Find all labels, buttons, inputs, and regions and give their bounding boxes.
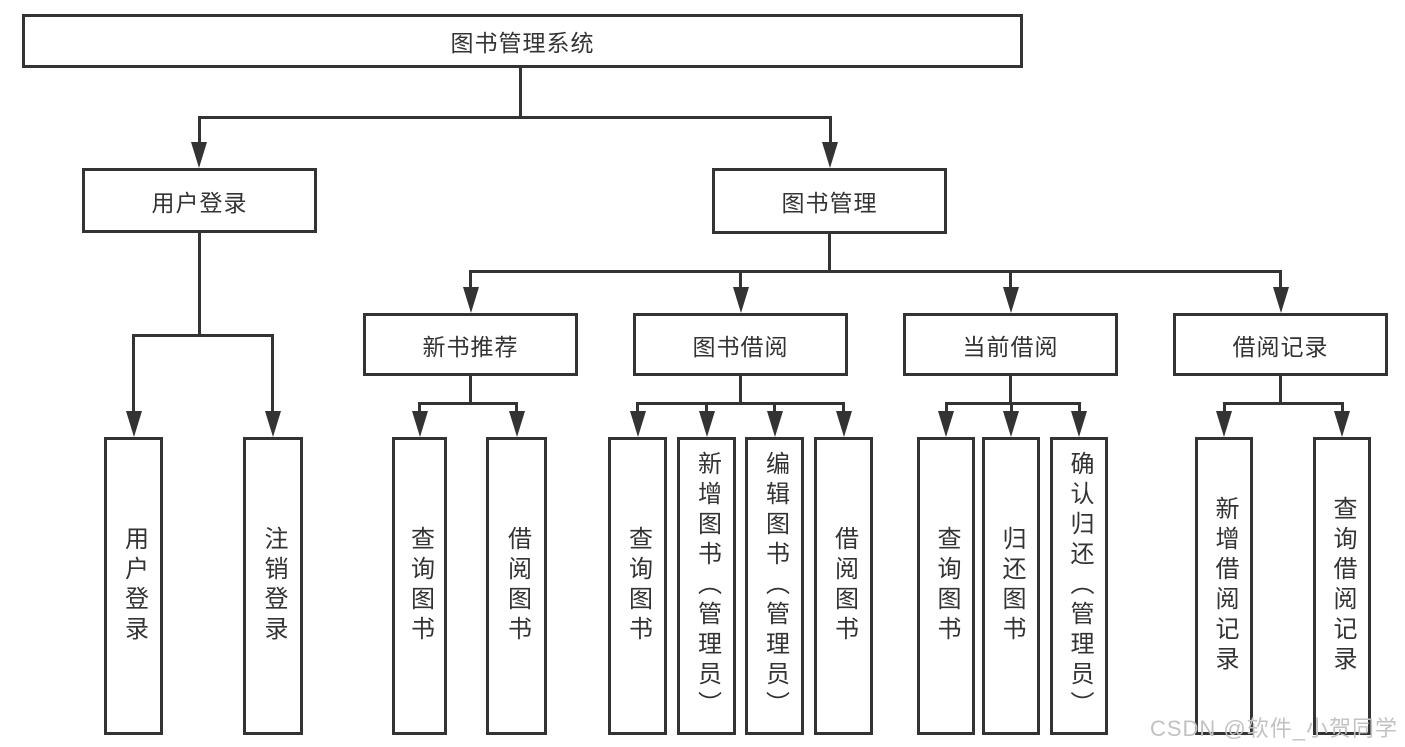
connector-cb-shaft-1	[944, 402, 948, 413]
connector-nb-shaft-2	[515, 402, 518, 413]
arrowhead-br-query-record	[1334, 411, 1350, 437]
node-br-query-record: 查询借阅记录	[1313, 437, 1371, 735]
arrowhead-bb-borrow-books	[835, 411, 852, 437]
arrowhead-current-borrowing	[1002, 287, 1019, 313]
connector-br-hline	[1222, 401, 1344, 405]
connector-level3-shaft-2	[739, 271, 742, 289]
arrowhead-leaf-logout	[264, 411, 281, 437]
connector-user-login-shaft-left	[132, 335, 135, 411]
node-bb-borrow-books: 借阅图书	[814, 437, 873, 735]
connector-cb-stub	[1009, 373, 1012, 404]
arrowhead-new-book-recommendation	[462, 287, 479, 313]
connector-level3-hline	[469, 269, 1282, 273]
arrowhead-bb-edit-books	[766, 411, 783, 437]
node-cb-return-books: 归还图书	[982, 437, 1040, 735]
arrowhead-nb-borrow-books	[508, 411, 525, 437]
arrowhead-br-add-record	[1216, 411, 1232, 437]
connector-level2-shaft-right	[828, 117, 832, 144]
arrowhead-borrowing-records	[1272, 287, 1289, 313]
arrowhead-book-management	[822, 142, 838, 168]
node-leaf-logout: 注销登录	[243, 437, 303, 735]
connector-level2-shaft-left	[197, 117, 201, 144]
connector-cb-shaft-2	[1009, 402, 1013, 413]
connector-bb-hline	[636, 401, 845, 405]
connector-user-login-stub	[198, 230, 201, 337]
node-cb-confirm-return-admin: 确认归还（管理员）	[1050, 437, 1108, 735]
node-new-book-recommendation: 新书推荐	[363, 313, 578, 376]
csdn-watermark: CSDN @软件_小贺同学	[1149, 716, 1398, 741]
node-bb-edit-books-admin: 编辑图书（管理员）	[745, 437, 804, 735]
arrowhead-user-login	[191, 142, 207, 168]
node-current-borrowing: 当前借阅	[903, 313, 1118, 376]
node-nb-borrow-books: 借阅图书	[486, 437, 547, 735]
arrowhead-cb-return-books	[1003, 411, 1019, 437]
connector-level2-hline	[197, 115, 832, 119]
connector-bb-stub	[739, 373, 742, 404]
connector-nb-hline	[418, 401, 518, 405]
connector-br-stub	[1279, 373, 1282, 404]
connector-level3-shaft-3	[1009, 271, 1012, 289]
connector-bb-shaft-3	[773, 402, 776, 413]
connector-bb-shaft-1	[636, 402, 639, 413]
node-br-add-record: 新增借阅记录	[1195, 437, 1253, 735]
connector-level3-shaft-4	[1279, 271, 1282, 289]
node-user-login: 用户登录	[82, 168, 317, 233]
connector-level3-shaft-1	[469, 271, 472, 289]
arrowhead-leaf-user-login	[125, 411, 142, 437]
arrowhead-bb-query-books	[629, 411, 646, 437]
connector-bb-shaft-2	[705, 402, 708, 413]
connector-user-login-hline	[132, 333, 274, 337]
connector-br-shaft-1	[1222, 402, 1226, 413]
arrowhead-cb-confirm-return	[1071, 411, 1087, 437]
node-bb-add-books-admin: 新增图书（管理员）	[677, 437, 736, 735]
connector-book-management-stub	[828, 231, 831, 272]
connector-bb-shaft-4	[842, 402, 845, 413]
connector-root-stub	[518, 65, 522, 119]
connector-cb-shaft-3	[1077, 402, 1081, 413]
node-bb-query-books: 查询图书	[608, 437, 667, 735]
node-nb-query-books: 查询图书	[392, 437, 447, 735]
arrowhead-bb-add-books	[698, 411, 715, 437]
connector-nb-shaft-1	[418, 402, 421, 413]
node-cb-query-books: 查询图书	[917, 437, 975, 735]
connector-nb-stub	[469, 373, 472, 404]
node-borrowing-records: 借阅记录	[1173, 313, 1388, 376]
arrowhead-book-borrowing	[732, 287, 749, 313]
arrowhead-cb-query-books	[938, 411, 954, 437]
arrowhead-nb-query-books	[411, 411, 428, 437]
node-book-management: 图书管理	[712, 168, 947, 234]
node-leaf-user-login: 用户登录	[104, 437, 163, 735]
connector-user-login-shaft-right	[271, 335, 274, 411]
node-book-borrowing: 图书借阅	[633, 313, 848, 376]
connector-br-shaft-2	[1340, 402, 1344, 413]
node-book-management-system: 图书管理系统	[22, 14, 1023, 68]
